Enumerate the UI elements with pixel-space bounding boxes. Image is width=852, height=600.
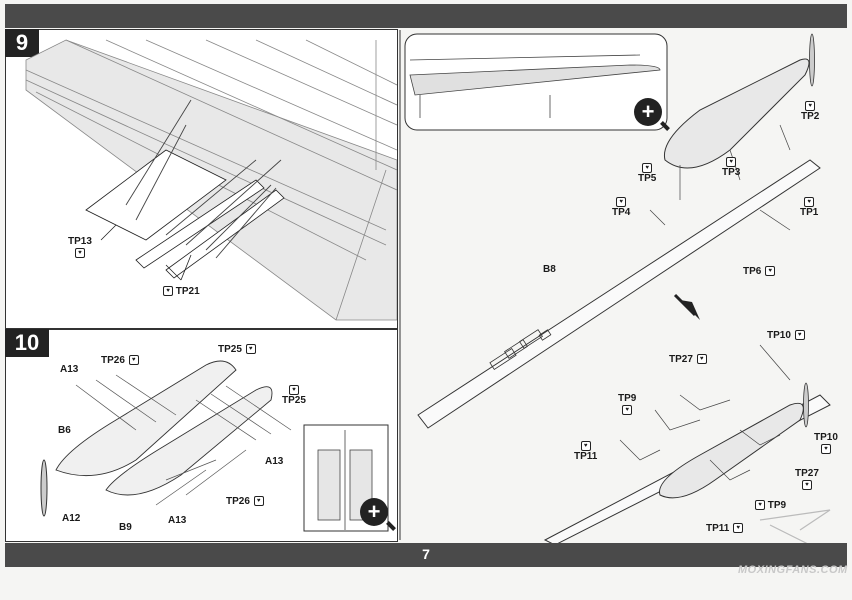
label-tp11-bottom: TP11 ♥: [706, 523, 744, 534]
zoom-icon: +: [634, 98, 662, 126]
step-9-panel: 9: [5, 29, 398, 329]
label-tp9-bottom: ♥ TP9: [754, 500, 786, 511]
tp-icon: ♥: [733, 523, 744, 534]
label-tp9-left: TP9 ♥: [618, 393, 637, 415]
label-tp26-bottom: TP26 ♥: [226, 496, 264, 507]
label-tp27-top: TP27 ♥: [669, 354, 707, 365]
tp-icon: ♥: [163, 286, 173, 297]
step-10-panel: 10 A13 TP26 ♥ TP25: [5, 329, 398, 542]
step-number: 10: [5, 329, 49, 357]
label-tp10-top: TP10 ♥: [767, 330, 805, 341]
label-b9: B9: [119, 522, 132, 533]
tp-icon: ♥: [801, 480, 812, 490]
label-tp1: ♥ TP1: [800, 197, 819, 218]
label-a13-top: A13: [60, 364, 79, 375]
tp-icon: ♥: [755, 500, 765, 511]
label-a12: A12: [62, 513, 81, 524]
label-a13-bottom: A13: [168, 515, 187, 526]
tp-icon: ♥: [804, 197, 815, 207]
tp-icon: ♥: [805, 101, 816, 111]
tp-icon: ♥: [726, 157, 737, 167]
tp-icon: ♥: [288, 385, 299, 395]
step-10-drawing: [40, 360, 389, 532]
tp-icon: ♥: [622, 405, 633, 415]
label-tp26-top: TP26 ♥: [101, 355, 139, 366]
watermark: MOXINGFANS.COM: [738, 564, 848, 576]
tp-icon: ♥: [253, 496, 264, 507]
step-9-drawing: [25, 39, 397, 321]
page-number: 7: [422, 546, 430, 562]
tp-icon: ♥: [580, 441, 591, 451]
label-tp6: TP6 ♥: [743, 266, 776, 277]
tp-icon: ♥: [245, 344, 256, 355]
label-a13-mid: A13: [265, 456, 284, 467]
tp-icon: ♥: [794, 330, 805, 341]
label-tp2: ♥ TP2: [801, 101, 820, 122]
label-tp3: ♥ TP3: [722, 157, 741, 178]
tp-icon: ♥: [74, 248, 85, 258]
label-tp25-right: ♥ TP25: [282, 385, 306, 406]
label-tp10-right: TP10 ♥: [814, 432, 838, 454]
label-tp25-top: TP25 ♥: [218, 344, 256, 355]
label-b6: B6: [58, 425, 71, 436]
tp-icon: ♥: [696, 354, 707, 365]
label-tp27-right: TP27 ♥: [795, 468, 819, 490]
tp-icon: ♥: [765, 266, 776, 277]
label-b8: B8: [543, 264, 556, 275]
tp-icon: ♥: [616, 197, 627, 207]
zoom-icon: +: [360, 498, 388, 526]
tp-icon: ♥: [642, 163, 653, 173]
label-tp11-left: ♥ TP11: [574, 441, 598, 462]
label-tp4: ♥ TP4: [612, 197, 631, 218]
footer-bar: 7: [5, 543, 847, 567]
tp-icon: ♥: [820, 444, 831, 454]
label-tp5: ♥ TP5: [638, 163, 657, 184]
header-bar: [5, 4, 847, 28]
tp-icon: ♥: [128, 355, 139, 366]
label-tp13: TP13 ♥: [68, 236, 92, 258]
step-number: 9: [5, 29, 39, 57]
label-tp21: ♥ TP21: [162, 286, 200, 297]
